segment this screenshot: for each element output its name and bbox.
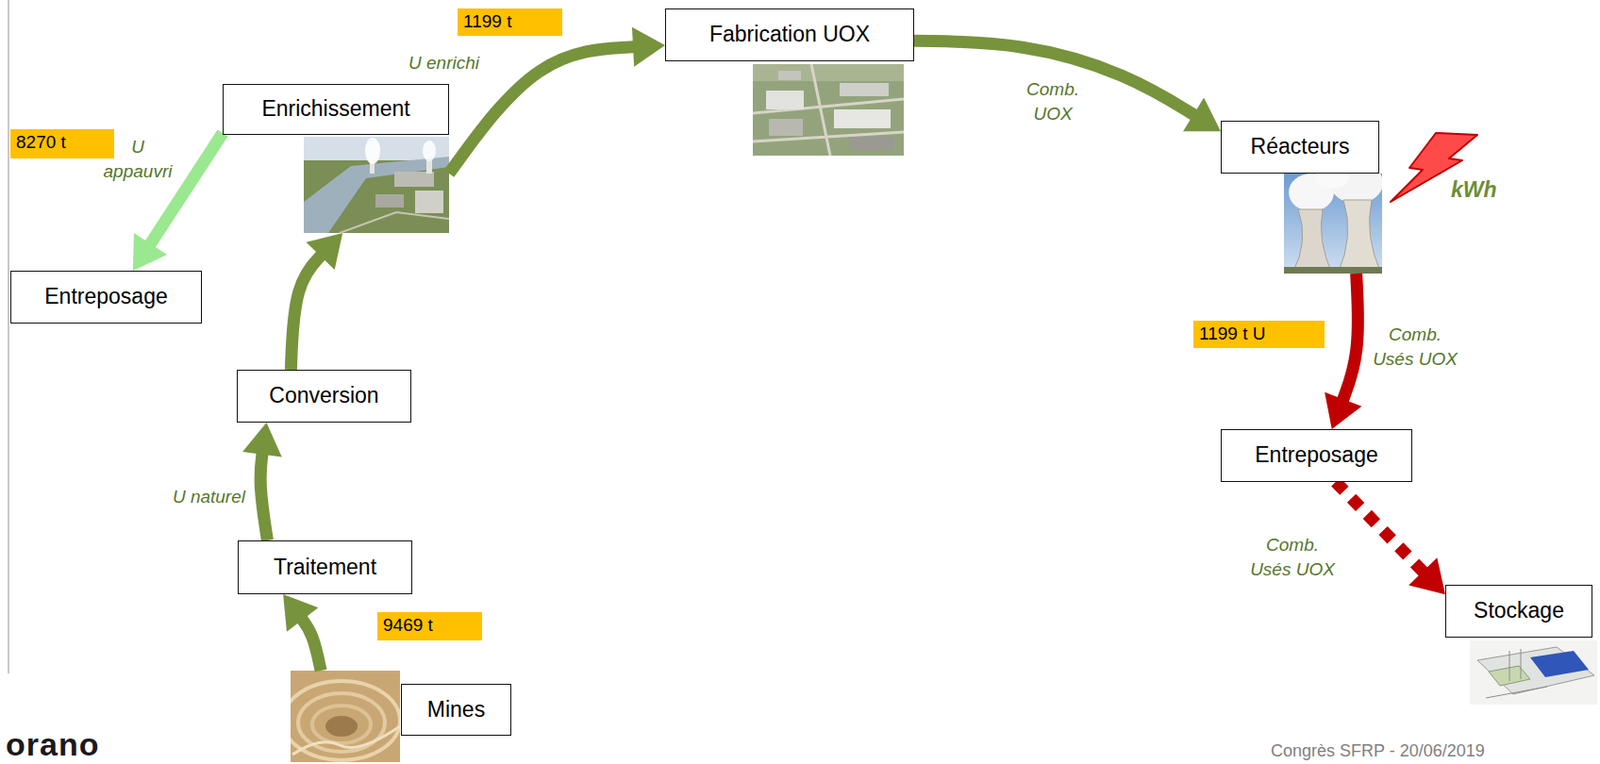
flow-label: U naturel [150,484,246,510]
arrow-shaft [290,252,324,370]
margin-rule [7,0,9,674]
box-label: Enrichissement [261,96,410,123]
site-photo [752,64,904,156]
arrow-shaft [300,616,321,671]
flow-arrow [449,27,666,174]
quantity-tag: 1199 t U [1193,320,1325,349]
logo-text: orano [5,728,100,761]
box-frame: Entreposage [1220,429,1413,483]
box-frame: Réacteurs [1220,120,1380,174]
quantity-tag: 8270 t [10,129,115,159]
flow-label: Comb. Usés UOX [1369,322,1461,371]
flow-label: U enrichi [408,50,503,76]
arrowhead [133,233,167,271]
box-label: Entreposage [1254,442,1378,469]
process-box: Entreposage [10,270,202,324]
arrowhead [305,233,343,270]
box-frame: Entreposage [10,270,202,324]
box-label: Entreposage [44,283,167,311]
box-label: Stockage [1473,598,1565,625]
box-label: Conversion [268,383,379,410]
process-box: Mines [290,670,512,763]
process-box: Entreposage [1220,429,1413,483]
energy-label: kWh [1450,177,1498,204]
flow-arrow [283,594,321,671]
arrowhead [632,27,666,67]
process-box: Conversion [236,369,412,423]
process-box: Fabrication UOX [665,8,915,156]
flow-label: Comb. UOX [1018,77,1087,126]
arrowhead [1408,557,1446,595]
box-label: Traitement [273,554,377,582]
footer-note: Congrès SFRP - 20/06/2019 [1270,741,1485,763]
box-label: Fabrication UOX [709,21,870,49]
box-label: Mines [427,697,485,724]
flow-arrow [290,233,343,370]
box-frame: Traitement [237,540,413,595]
flow-arrow [914,40,1221,132]
mine-photo [290,670,400,763]
flow-label: Comb. Usés UOX [1247,533,1338,582]
arrowhead [283,594,318,633]
quantity-tag: 9469 t [377,612,483,641]
box-frame: Mines [400,683,512,736]
box-frame: Conversion [236,369,412,423]
arrow-shaft [1341,273,1358,404]
box-frame: Fabrication UOX [665,8,915,62]
process-box: Traitement [237,540,413,595]
flow-arrow [1335,482,1446,595]
box-label: Réacteurs [1250,133,1350,161]
process-box: Réacteurs [1220,120,1383,274]
process-box: Enrichissement [222,83,450,234]
box-frame: Stockage [1445,584,1593,638]
quantity-tag: 1199 t [457,8,563,36]
process-box: Stockage [1445,584,1598,705]
arrowhead [242,422,283,457]
site-photo [303,136,450,234]
arrowhead [1324,392,1362,430]
arrow-shaft [148,133,223,249]
flow-arrow [1324,273,1362,430]
reactor-photo [1283,173,1383,274]
box-frame: Enrichissement [222,83,450,135]
arrowhead [1183,98,1221,133]
arrow-shaft [1335,482,1427,575]
flow-arrow [242,422,283,541]
flow-arrow [133,133,223,271]
repository-drawing [1469,640,1598,705]
arrow-shaft [260,450,267,541]
